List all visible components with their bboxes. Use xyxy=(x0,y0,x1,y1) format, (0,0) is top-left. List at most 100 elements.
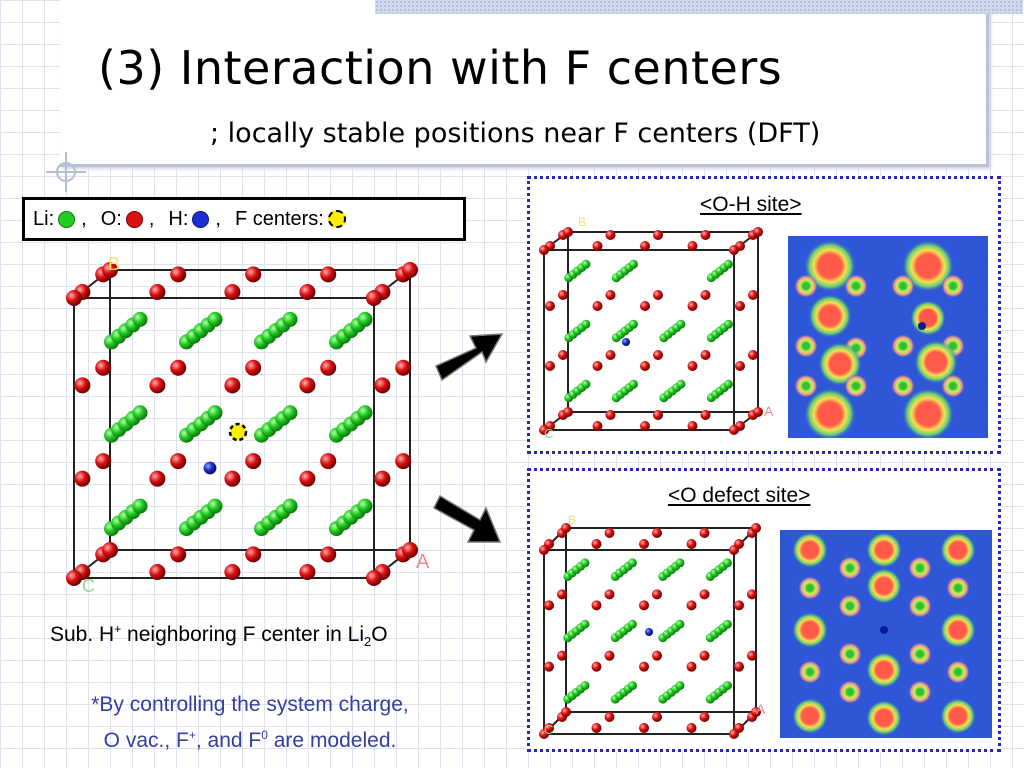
h-atom-icon xyxy=(192,210,210,228)
o-atom xyxy=(563,407,573,417)
o-atom xyxy=(558,350,568,360)
o-density-spot xyxy=(792,698,828,734)
o-atom xyxy=(653,230,663,240)
o-atom xyxy=(729,245,739,255)
o-atom xyxy=(700,350,711,360)
o-atom xyxy=(558,290,568,300)
o-atom xyxy=(653,350,663,360)
li-atom xyxy=(675,558,685,568)
o-density-spot xyxy=(866,568,902,604)
o-defect-site-density-map xyxy=(780,530,992,738)
o-atom xyxy=(74,470,91,487)
o-atom xyxy=(366,570,382,586)
legend-separator: , xyxy=(148,207,155,230)
o-atom xyxy=(605,410,616,420)
o-density-spot xyxy=(792,612,828,648)
o-density-spot xyxy=(914,340,958,384)
note-line-2-c: are modeled. xyxy=(267,729,397,752)
o-density-spot xyxy=(902,388,954,438)
o-atom xyxy=(366,290,382,306)
o-atom xyxy=(652,650,662,661)
o-atom xyxy=(320,359,337,376)
li-atom xyxy=(282,498,298,514)
li-atom xyxy=(628,319,638,329)
li-density-spot xyxy=(794,334,818,358)
li-density-spot xyxy=(946,660,970,684)
li-density-spot xyxy=(908,642,932,666)
slide-title: (3) Interaction with F centers xyxy=(98,41,783,95)
o-atom xyxy=(245,359,262,376)
o-defect-site-title: <O defect site> xyxy=(668,484,811,507)
o-atom xyxy=(639,600,649,611)
o-atom xyxy=(699,528,710,538)
o-density-spot xyxy=(866,652,902,688)
o-atom xyxy=(605,290,616,300)
o-atom xyxy=(245,453,262,470)
h-atom xyxy=(203,461,217,475)
li-atom xyxy=(722,681,732,691)
li-atom xyxy=(207,311,223,327)
o-atom xyxy=(95,359,112,376)
o-atom xyxy=(734,600,744,611)
li-density-spot xyxy=(941,374,965,398)
legend-o: O:, xyxy=(101,208,155,231)
o-atom xyxy=(539,729,549,739)
o-atom xyxy=(402,262,418,278)
li-density-spot xyxy=(798,660,822,684)
o-density-spot xyxy=(804,388,856,438)
note-sup-2: 0 xyxy=(261,728,268,742)
note-line-2: O vac., F+, and F0 are modeled. xyxy=(40,720,460,756)
o-atom xyxy=(592,241,603,251)
h-density-spot xyxy=(880,626,888,634)
li-atom xyxy=(676,319,686,329)
o-density-spot xyxy=(866,532,902,568)
li-density-spot xyxy=(838,594,862,618)
o-atom xyxy=(652,528,662,538)
o-atom xyxy=(95,453,112,470)
caption-suffix: O xyxy=(371,623,388,646)
h-atom xyxy=(622,338,630,346)
legend-f: F centers: xyxy=(235,208,352,231)
o-atom xyxy=(753,227,763,237)
o-atom xyxy=(224,564,241,580)
oh-site-structure: B A C xyxy=(539,215,774,441)
o-density-spot xyxy=(804,240,856,292)
o-atom xyxy=(687,421,698,431)
o-atom xyxy=(591,600,602,611)
o-atom xyxy=(299,564,316,580)
li-atom xyxy=(722,619,732,629)
o-density-spot xyxy=(940,698,976,734)
o-atom xyxy=(592,301,603,311)
o-atom xyxy=(66,290,82,306)
o-atom xyxy=(604,589,615,600)
li-atom xyxy=(207,498,223,514)
o-atom xyxy=(640,241,650,251)
oh-site-density-map xyxy=(788,236,988,438)
o-atom xyxy=(299,470,316,487)
o-atom xyxy=(545,361,555,371)
o-atom xyxy=(700,290,711,300)
o-atom xyxy=(699,589,710,600)
o-atom xyxy=(605,230,616,240)
o-density-spot xyxy=(902,240,954,292)
charge-note: *By controlling the system charge, O vac… xyxy=(40,690,460,756)
o-density-spot xyxy=(808,294,852,338)
li-atom xyxy=(132,311,148,327)
li-atom xyxy=(581,259,591,269)
li-density-spot xyxy=(908,680,932,704)
o-atom xyxy=(604,650,615,661)
o-atom xyxy=(687,241,698,251)
o-atom xyxy=(539,245,549,255)
li-density-spot xyxy=(794,374,818,398)
li-atom xyxy=(580,681,590,691)
od-axis-label-c: C xyxy=(544,722,553,737)
li-atom xyxy=(132,498,148,514)
h-atom xyxy=(645,628,653,636)
o-atom xyxy=(149,377,166,394)
o-atom xyxy=(734,661,744,672)
li-density-spot xyxy=(946,576,970,600)
o-atom xyxy=(605,350,616,360)
o-atom xyxy=(149,284,166,300)
o-atom xyxy=(539,425,549,435)
li-atom xyxy=(675,619,685,629)
